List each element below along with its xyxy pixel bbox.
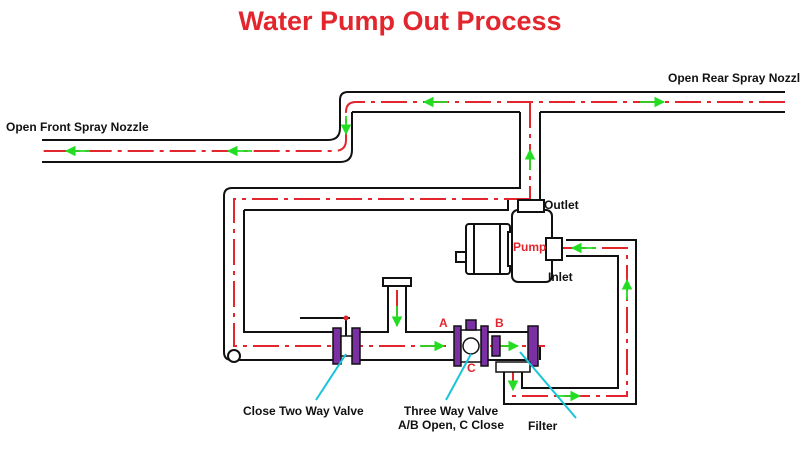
leader-three-way-valve [445, 353, 472, 401]
pump-inlet-flange [545, 237, 563, 261]
flow-lines [42, 101, 785, 397]
label-port-b: B [495, 316, 504, 330]
two-way-valve-body [340, 335, 353, 357]
loop-inner-top-wall [244, 200, 509, 211]
label-two-way-valve: Close Two Way Valve [243, 404, 364, 418]
leader-lines [315, 351, 577, 419]
three-way-valve-ball [462, 337, 480, 355]
trolley-wheel [227, 349, 241, 363]
tee-upper-wall [358, 286, 456, 333]
filter-coupling [491, 335, 501, 357]
return-loop-inner-wall [521, 255, 619, 389]
leader-filter [519, 351, 577, 419]
label-three-way-valve-line1: Three Way Valve [403, 404, 499, 418]
riser-outer-wall [223, 112, 521, 352]
pump-outlet-flange [517, 199, 545, 213]
two-way-valve-pivot [343, 315, 349, 321]
label-three-way-valve-line2: A/B Open, C Close [397, 418, 504, 432]
loop-inner-left-wall [243, 210, 338, 333]
filter-cap [495, 361, 531, 373]
three-way-valve-flange-b [480, 325, 489, 367]
tee-inlet-flange [382, 277, 412, 287]
pump [455, 199, 563, 283]
label-pump: Pump [513, 240, 547, 254]
three-way-valve-flange-a [453, 325, 462, 367]
label-inlet: Inlet [548, 270, 573, 284]
flow-line-front [42, 101, 785, 152]
pump-motor [465, 223, 511, 275]
two-way-valve-flange-left [332, 327, 342, 365]
s-bend-outer-wall [42, 100, 341, 141]
s-bend-inner-wall [42, 112, 353, 163]
label-front-nozzle: Open Front Spray Nozzle [6, 120, 149, 134]
flow-arrows [64, 96, 666, 402]
label-port-c: C [467, 361, 476, 375]
three-way-valve [453, 319, 489, 367]
three-way-valve-port-c [465, 319, 477, 331]
label-filter: Filter [528, 419, 558, 433]
loop-outer-bottom-wall [223, 351, 338, 361]
rear-pipe-top-wall [339, 91, 785, 101]
return-loop-outer-wall [503, 239, 637, 405]
label-outlet: Outlet [544, 198, 579, 212]
two-way-valve-flange-right [351, 327, 361, 365]
leader-two-way-valve [315, 353, 347, 401]
label-rear-nozzle: Open Rear Spray Nozzle [668, 71, 800, 85]
label-port-a: A [439, 316, 448, 330]
diagram-title: Water Pump Out Process [238, 6, 562, 36]
pipe-network [42, 91, 785, 405]
two-way-valve [300, 315, 361, 365]
filter-flange [527, 325, 539, 367]
filter-pipe-walls [488, 331, 530, 361]
